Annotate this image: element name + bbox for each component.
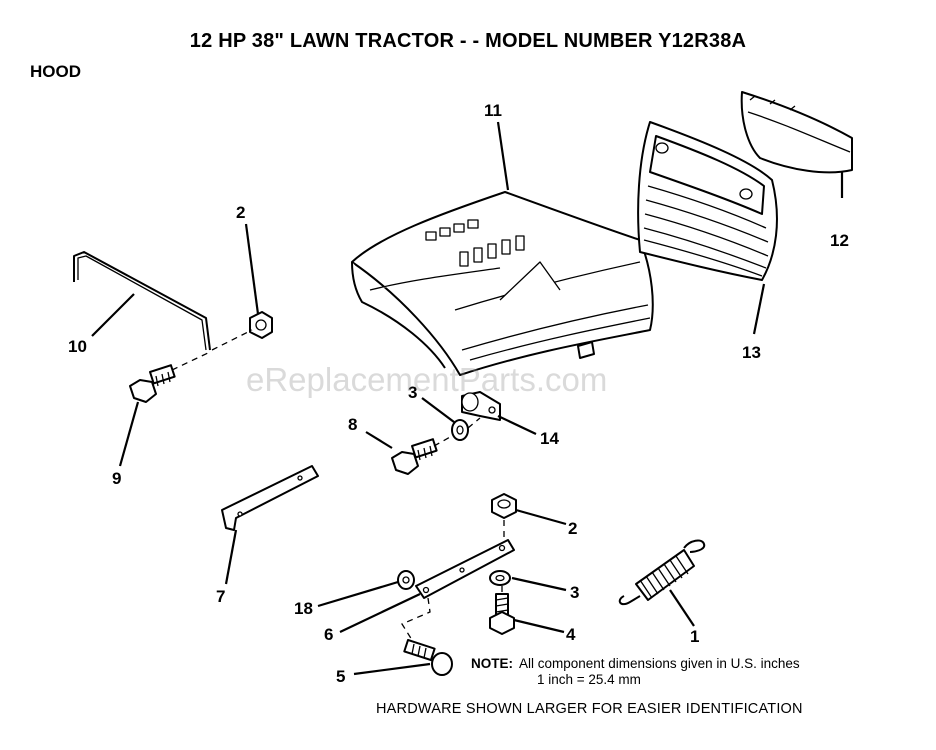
callout-12[interactable]: 12 [830,231,849,250]
callout-1[interactable]: 1 [690,627,699,646]
callout-11[interactable]: 11 [484,101,502,120]
note-line-2: 1 inch = 25.4 mm [537,672,641,687]
part-latch-plate[interactable] [415,539,515,599]
callout-6[interactable]: 6 [324,625,333,644]
part-hood[interactable] [351,191,654,376]
section-label: HOOD [30,62,81,81]
part-grille-trim[interactable] [740,91,853,174]
callout-13[interactable]: 13 [742,343,761,362]
callout-9[interactable]: 9 [112,469,121,488]
footer-text: HARDWARE SHOWN LARGER FOR EASIER IDENTIF… [376,701,803,717]
part-bolt-9[interactable] [129,364,176,403]
part-spring[interactable] [618,539,706,606]
diagram-title: 12 HP 38" LAWN TRACTOR - - MODEL NUMBER … [189,30,747,52]
part-washer-upper[interactable] [451,419,469,441]
note-line-1: All component dimensions given in U.S. i… [519,656,800,671]
part-bracket-7[interactable] [221,465,319,531]
callout-18[interactable]: 18 [294,599,313,618]
callout-4[interactable]: 4 [566,625,576,644]
part-grille[interactable] [637,121,778,281]
callout-8[interactable]: 8 [348,415,357,434]
part-hex-nut-lower[interactable] [491,493,517,519]
note-label: NOTE: [471,656,513,671]
callout-2-lower[interactable]: 2 [568,519,577,538]
part-hinge-bracket[interactable] [461,391,501,421]
callout-10[interactable]: 10 [68,337,87,356]
callout-2-upper[interactable]: 2 [236,203,245,222]
callout-14[interactable]: 14 [540,429,559,448]
part-hood-rod[interactable] [73,251,211,351]
note-block: NOTE: All component dimensions given in U… [471,656,800,688]
part-bolt-5[interactable] [403,639,453,676]
part-hex-nut-upper[interactable] [249,311,273,339]
part-washer-lower[interactable] [489,570,511,586]
callout-5[interactable]: 5 [336,667,345,686]
callout-3-lower[interactable]: 3 [570,583,579,602]
callout-7[interactable]: 7 [216,587,225,606]
part-bolt-4[interactable] [489,593,515,635]
part-bolt-8[interactable] [391,438,438,475]
callout-3-upper[interactable]: 3 [408,383,417,402]
part-washer-18[interactable] [397,570,415,590]
